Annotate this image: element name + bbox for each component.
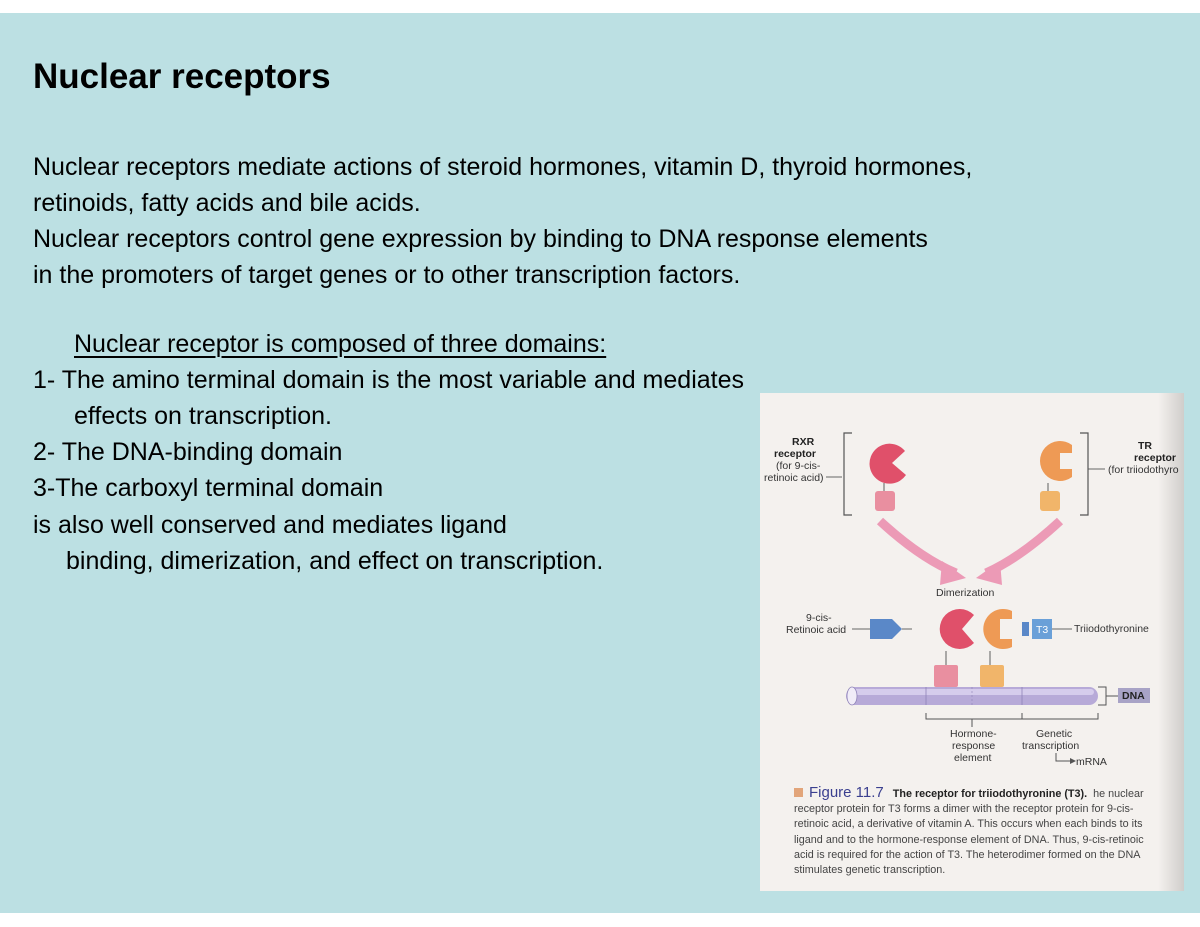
caption-marker bbox=[794, 788, 803, 797]
caption-line: receptor protein for T3 forms a dimer wi… bbox=[794, 803, 1134, 816]
mrna-label: mRNA bbox=[1076, 756, 1107, 768]
rxr-label-1: RXR bbox=[792, 436, 815, 448]
tr-receptor-top bbox=[1040, 441, 1072, 481]
domain-line: binding, dimerization, and effect on tra… bbox=[66, 547, 604, 575]
hre-label-2: response bbox=[952, 740, 995, 752]
domains-heading: Nuclear receptor is composed of three do… bbox=[74, 330, 607, 358]
slide-title: Nuclear receptors bbox=[33, 57, 331, 96]
domain-line: 1- The amino terminal domain is the most… bbox=[33, 366, 744, 394]
caption-line: he nuclear bbox=[1093, 788, 1144, 800]
caption-line: retinoic acid, a derivative of vitamin A… bbox=[794, 818, 1143, 831]
t3-badge bbox=[1032, 619, 1052, 639]
figure-diagram: RXR receptor (for 9-cis- retinoic acid) … bbox=[764, 432, 1179, 727]
hre-label-3: element bbox=[954, 752, 991, 764]
caption-line: stimulates genetic transcription. bbox=[794, 864, 946, 877]
triiodothyronine-label: Triiodothyronine bbox=[1074, 623, 1149, 635]
tr-dbd-top bbox=[1040, 491, 1060, 511]
tr-label-1: TR bbox=[1138, 440, 1152, 452]
genetic-label-2: transcription bbox=[1022, 740, 1079, 752]
domain-line: effects on transcription. bbox=[74, 402, 333, 430]
tr-label-2: receptor bbox=[1134, 452, 1176, 464]
caption-title: The receptor for triiodothyronine (T3). bbox=[892, 788, 1088, 800]
tr-receptor-dimer bbox=[983, 609, 1012, 649]
caption-line: ligand and to the hormone-response eleme… bbox=[794, 833, 1144, 846]
rxr-label-2: receptor bbox=[774, 448, 816, 460]
retinoic-acid-icon bbox=[870, 619, 902, 639]
dimerization-label: Dimerization bbox=[936, 587, 995, 599]
domain-line: is also well conserved and mediates liga… bbox=[33, 511, 507, 539]
retinoic-label-2: Retinoic acid bbox=[786, 624, 846, 636]
paragraph-line: in the promoters of target genes or to o… bbox=[33, 261, 741, 289]
tr-ligand-slot bbox=[1022, 622, 1029, 636]
figure-caption: Figure 11.7 The receptor for triiodothyr… bbox=[794, 785, 1179, 878]
receptor-figure: RXR receptor (for 9-cis- retinoic acid) … bbox=[760, 393, 1184, 891]
domain-line: 2- The DNA-binding domain bbox=[33, 438, 343, 466]
domain-line: 3-The carboxyl terminal domain bbox=[33, 474, 384, 502]
rxr-label-4: retinoic acid) bbox=[764, 472, 824, 484]
dna-label: DNA bbox=[1122, 690, 1145, 702]
rxr-dbd-dimer bbox=[934, 665, 958, 687]
slide: Nuclear receptors Nuclear receptors medi… bbox=[0, 13, 1200, 913]
tr-label-3: (for triiodothyro bbox=[1108, 464, 1179, 476]
genetic-label-1: Genetic bbox=[1036, 728, 1072, 740]
rxr-label-3: (for 9-cis- bbox=[776, 460, 821, 472]
retinoic-label-1: 9-cis- bbox=[806, 612, 832, 624]
rxr-dbd-top bbox=[875, 491, 895, 511]
figure-labels: Hormone- response element Genetic transc… bbox=[950, 728, 1107, 768]
t3-text: T3 bbox=[1036, 624, 1048, 636]
rxr-receptor-dimer bbox=[939, 609, 974, 649]
rxr-receptor-top bbox=[869, 443, 906, 484]
caption-line: acid is required for the action of T3. T… bbox=[794, 848, 1141, 861]
tr-dbd-dimer bbox=[980, 665, 1004, 687]
paragraph-line: Nuclear receptors mediate actions of ste… bbox=[33, 153, 973, 181]
paragraph-line: Nuclear receptors control gene expressio… bbox=[33, 225, 928, 253]
paragraph-line: retinoids, fatty acids and bile acids. bbox=[33, 189, 421, 217]
page-shadow bbox=[1158, 393, 1184, 891]
caption-figure-number: Figure 11.7 bbox=[809, 784, 884, 801]
hre-label-1: Hormone- bbox=[950, 728, 997, 740]
